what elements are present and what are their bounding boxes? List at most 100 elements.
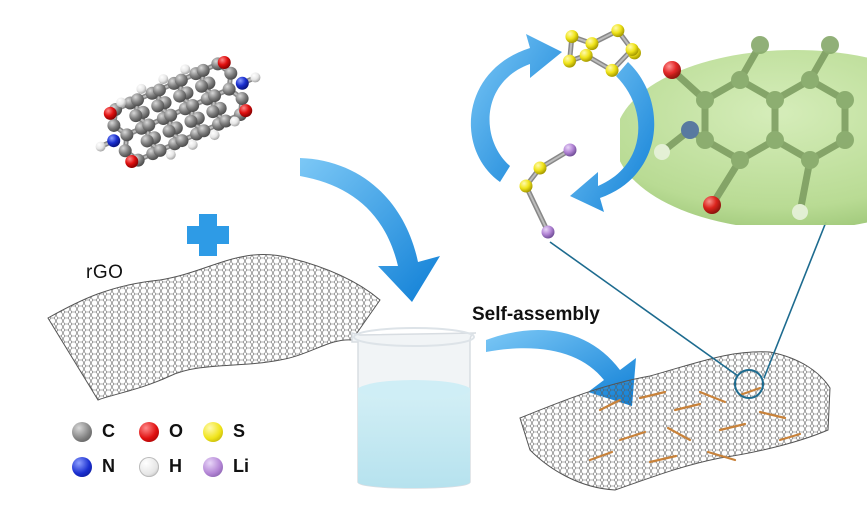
pdi-atom: [152, 83, 166, 97]
pdi-atom: [208, 89, 222, 103]
assembled-rgo-sheet: [519, 351, 831, 491]
pdi-atom: [164, 108, 178, 122]
pdi-atom: [196, 63, 210, 77]
pdi-atom: [235, 76, 249, 90]
arrow-to-assembly: [486, 330, 636, 406]
hydrogen-atom-icon: [139, 456, 159, 477]
pdi-atom: [136, 83, 147, 94]
pdi-atom: [151, 99, 165, 113]
zoom-atom: [836, 91, 854, 109]
beaker-icon: [351, 327, 477, 489]
arrow-cycle-left: [470, 34, 562, 182]
pdi-rod: [588, 450, 614, 462]
s8-molecule: [563, 24, 641, 77]
pdi-atom: [129, 109, 143, 123]
legend-item-h: H: [139, 456, 182, 477]
zoom-atom: [696, 131, 714, 149]
self-assembly-label: Self-assembly: [472, 304, 600, 325]
pdi-atom: [116, 97, 127, 108]
pdi-atom: [209, 130, 220, 141]
pdi-atom: [229, 116, 240, 127]
legend-item-c: C: [72, 421, 115, 442]
plus-icon: [187, 214, 229, 256]
pdi-atom: [184, 114, 198, 128]
li2s2-atom: [519, 179, 533, 193]
callout-lines: [549, 221, 827, 399]
zoom-atom: [836, 131, 854, 149]
legend-item-li: Li: [203, 456, 249, 477]
arrow-cycle-right: [570, 62, 655, 212]
s8-atom: [579, 48, 593, 62]
pdi-atom: [217, 56, 231, 70]
pdi-atom: [239, 104, 253, 118]
zoom-atom: [766, 131, 784, 149]
s8-atom: [565, 29, 579, 43]
pdi-rod: [666, 426, 692, 442]
pdi-atom: [118, 144, 132, 158]
pdi-atom: [120, 128, 134, 142]
arrow-down: [300, 158, 440, 302]
carbon-atom-icon: [72, 421, 92, 442]
pdi-atom: [125, 154, 139, 168]
li2s2-atom: [541, 225, 555, 239]
pdi-atom: [173, 89, 187, 103]
li2s2-atom: [533, 161, 547, 175]
pdi-molecule: [95, 56, 261, 168]
zoom-atom: [654, 144, 670, 160]
pdi-atom: [95, 141, 106, 152]
s8-atom: [605, 63, 619, 77]
pdi-atom: [140, 134, 154, 148]
legend-item-s: S: [203, 421, 245, 442]
zoom-atom: [731, 151, 749, 169]
oxygen-atom-icon: [139, 421, 159, 442]
pdi-atom: [235, 92, 249, 106]
rgo-sheet: [47, 254, 381, 401]
li2s2-bond-highlight: [525, 185, 549, 233]
zoom-view: [620, 36, 867, 225]
pdi-atom: [107, 134, 121, 148]
pdi-atom: [195, 79, 209, 93]
s8-atom: [611, 24, 625, 38]
li2s2-atom: [563, 143, 577, 157]
pdi-rods: [588, 386, 802, 464]
pdi-rod: [738, 386, 762, 397]
pdi-atom: [197, 124, 211, 138]
zoom-atom: [731, 71, 749, 89]
zoom-atom: [766, 91, 784, 109]
pdi-atom: [186, 98, 200, 112]
pdi-rod: [706, 450, 737, 462]
pdi-atom: [219, 114, 233, 128]
pdi-rod: [673, 402, 702, 412]
pdi-atom: [165, 149, 176, 160]
pdi-atom: [224, 66, 238, 80]
zoom-atom: [821, 36, 839, 54]
pdi-atom: [206, 105, 220, 119]
rgo-label: rGO: [86, 262, 124, 283]
pdi-atom: [142, 118, 156, 132]
pdi-rod: [638, 390, 667, 400]
pdi-atom: [175, 134, 189, 148]
zoom-atom: [681, 121, 699, 139]
zoom-atom: [751, 36, 769, 54]
sulfur-atom-icon: [203, 421, 223, 442]
li2s2-molecule: [519, 143, 577, 239]
pdi-atom: [153, 143, 167, 157]
nitrogen-atom-icon: [72, 456, 92, 477]
zoom-atom: [801, 71, 819, 89]
pdi-atom: [103, 106, 117, 120]
pdi-rod: [718, 422, 747, 432]
pdi-atom: [158, 74, 169, 85]
lithium-atom-icon: [203, 456, 223, 477]
pdi-atom: [174, 73, 188, 87]
pdi-atom: [180, 64, 191, 75]
pdi-rod: [618, 430, 647, 442]
zoom-atom: [663, 61, 681, 79]
pdi-rod: [598, 398, 622, 412]
pdi-rod: [758, 410, 787, 420]
pdi-rod: [698, 390, 727, 404]
pdi-atom: [222, 82, 236, 96]
pdi-atom: [107, 118, 121, 132]
pdi-atom: [187, 139, 198, 150]
s8-atom: [585, 37, 599, 51]
